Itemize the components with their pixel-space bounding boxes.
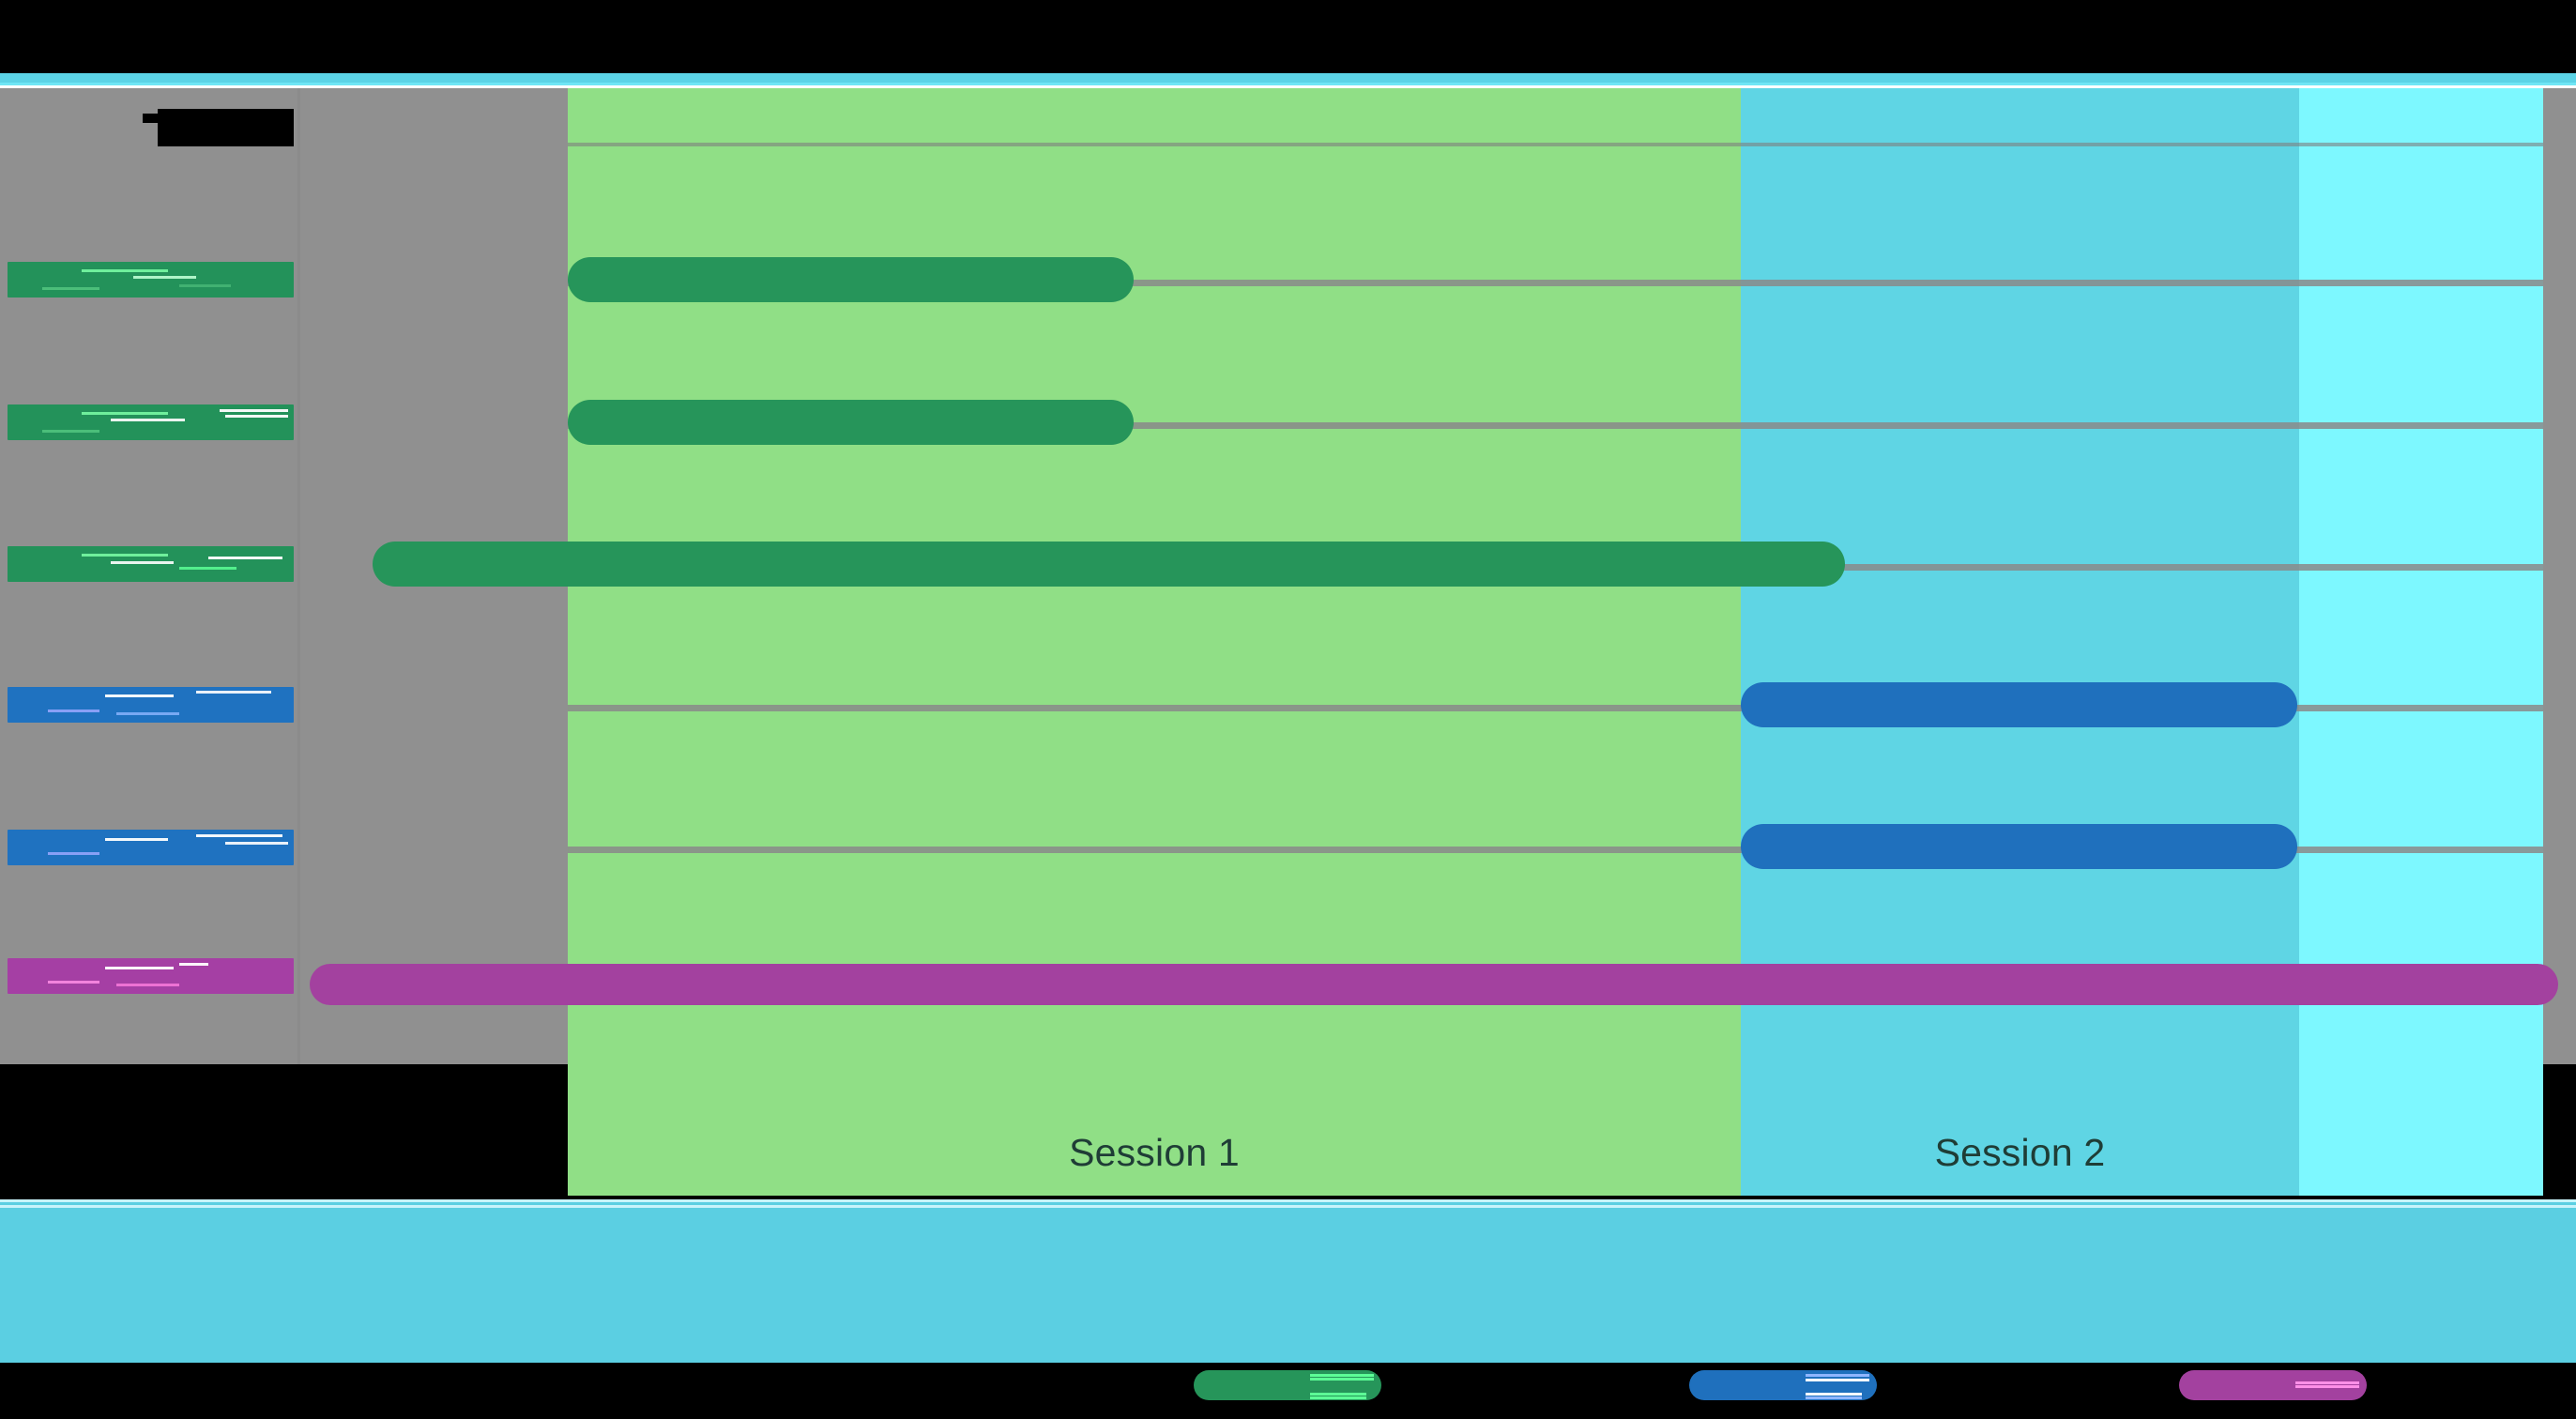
row-label-datasetb2[interactable]: DataSetB2	[8, 830, 294, 865]
row-label-dataseta3[interactable]: DataSetA3	[8, 546, 294, 582]
gridline	[568, 847, 2543, 853]
region-label-session1: Session 1	[1069, 1131, 1240, 1174]
legend-swatch-green[interactable]	[1194, 1370, 1381, 1400]
legend-swatch-magenta[interactable]	[2179, 1370, 2367, 1400]
region-label-session2: Session 2	[1934, 1131, 2106, 1174]
region-band-session1: Session 1	[568, 88, 1741, 1196]
gridline	[568, 280, 2543, 286]
gantt-bar[interactable]	[373, 542, 1845, 587]
footer-hairline-top	[0, 1199, 2576, 1202]
chart-plot-area: Session 1 Session 2 DataSetA1	[0, 88, 2576, 1196]
gutter-divider	[297, 88, 300, 1064]
legend-swatch-blue[interactable]	[1689, 1370, 1877, 1400]
gantt-bar[interactable]	[310, 964, 2558, 1005]
gantt-bar[interactable]	[1741, 682, 2297, 727]
top-rule-primary	[0, 73, 2576, 83]
footer-hairline-2	[0, 1205, 2576, 1208]
chart-legend	[0, 1363, 2576, 1419]
axis-header-redacted-notch	[143, 114, 161, 123]
row-label-datasetc1[interactable]: DataSetC1	[8, 958, 294, 994]
row-label-text: DataSetA1	[8, 262, 144, 290]
region-band-session3	[2299, 88, 2543, 1196]
axis-header-redacted	[158, 109, 294, 146]
region-band-session2: Session 2	[1741, 88, 2299, 1196]
top-hairline	[0, 85, 2576, 88]
footer-panel	[0, 1199, 2576, 1376]
row-label-dataseta1[interactable]: DataSetA1	[8, 262, 294, 298]
row-label-datasetb1[interactable]: DataSetB1	[8, 687, 294, 723]
row-label-dataseta2[interactable]: DataSetA2	[8, 404, 294, 440]
gantt-bar[interactable]	[568, 257, 1134, 302]
gridline	[568, 143, 2543, 146]
gantt-bar[interactable]	[1741, 824, 2297, 869]
gridline	[568, 705, 2543, 711]
gantt-bar[interactable]	[568, 400, 1134, 445]
gridline	[568, 422, 2543, 429]
